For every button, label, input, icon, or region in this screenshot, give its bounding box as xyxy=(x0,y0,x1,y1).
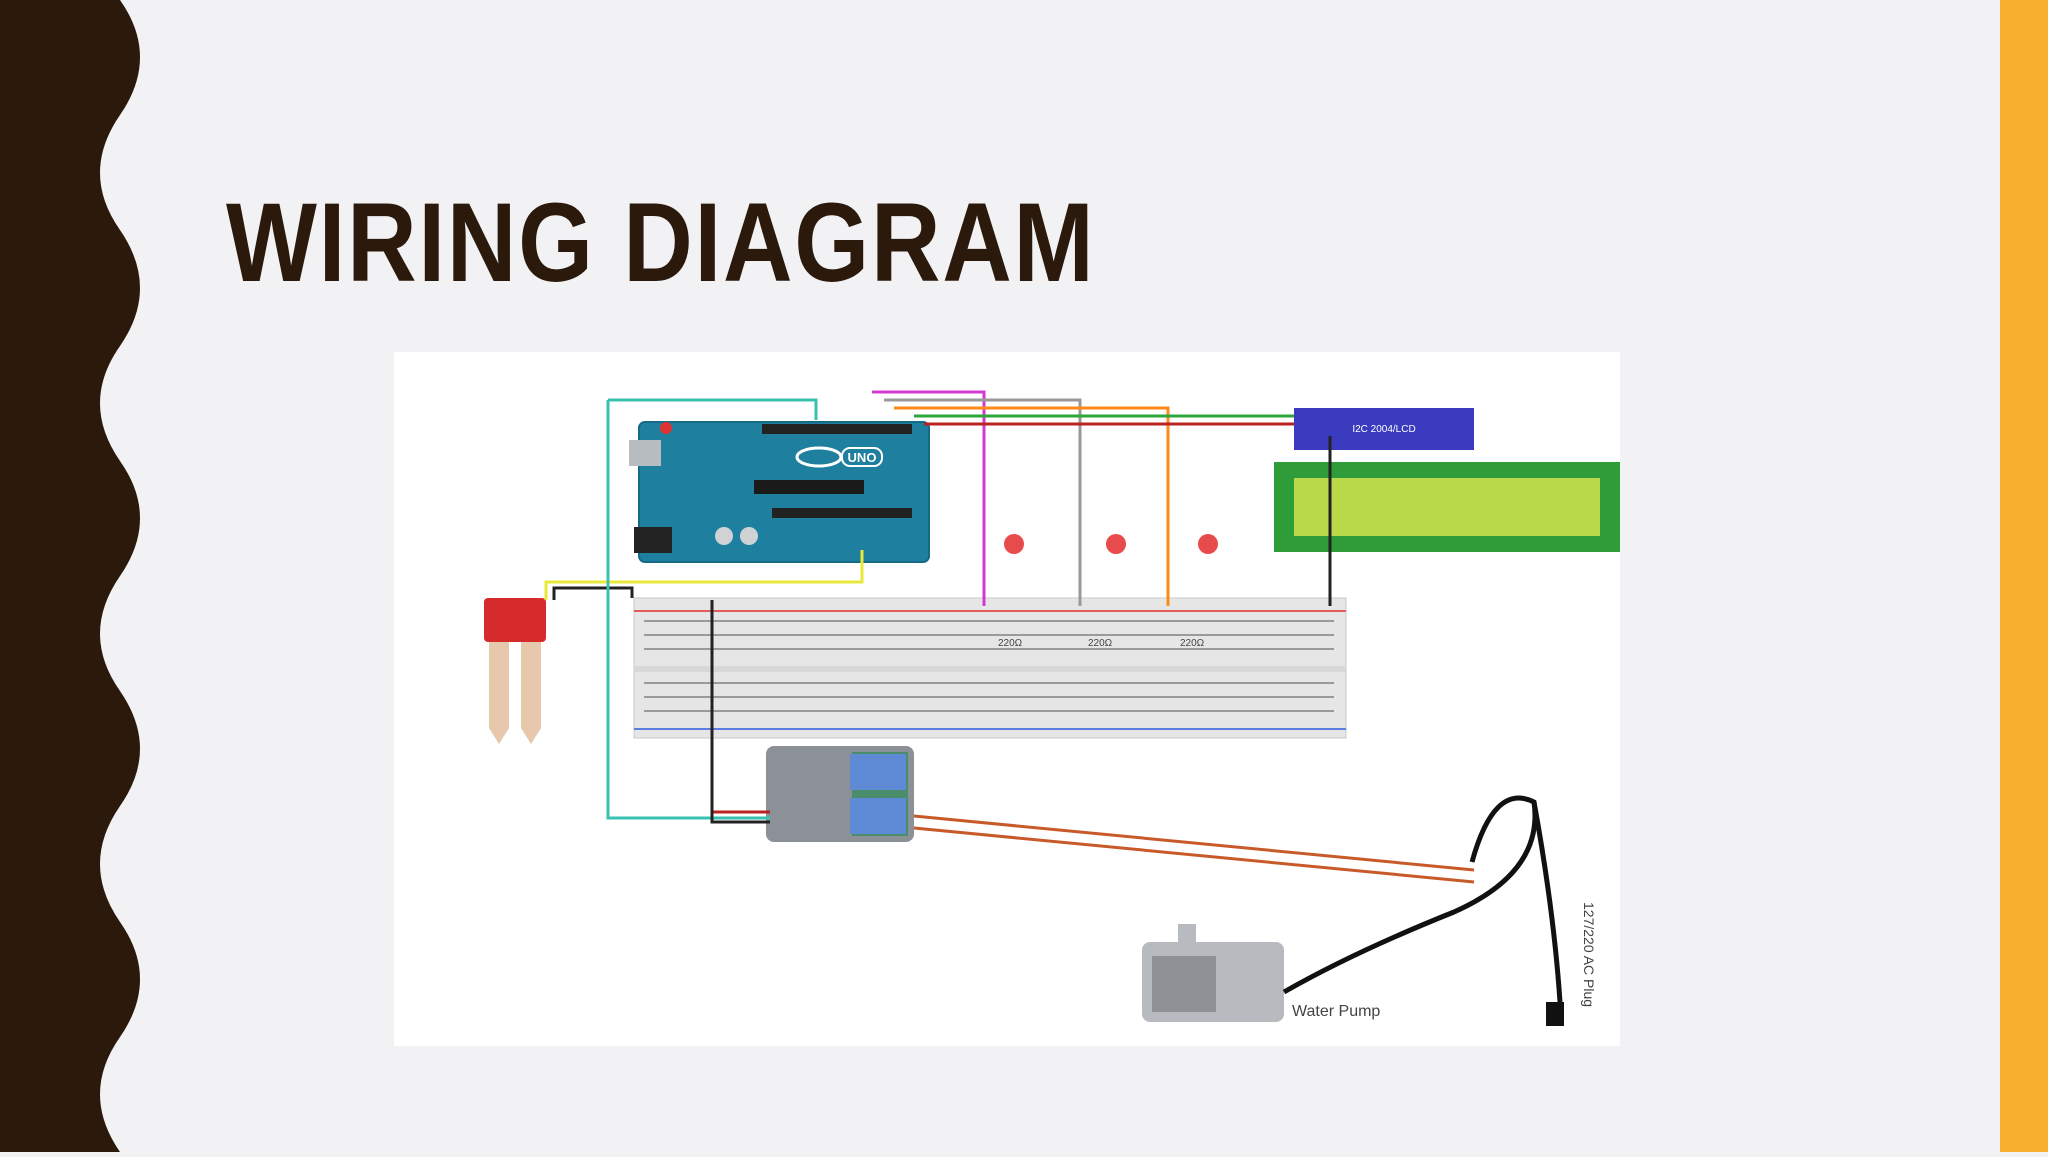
ac-plug: 127/220 AC Plug xyxy=(1282,795,1597,1026)
arduino-label: UNO xyxy=(848,450,877,465)
arduino-uno-board: UNO xyxy=(629,421,930,563)
plug-label: 127/220 AC Plug xyxy=(1581,902,1597,1007)
lcd-module: I2C 2004/LCD xyxy=(1274,408,1620,552)
decorative-wavy-band xyxy=(0,0,160,1152)
resistor-label: 220Ω xyxy=(1088,638,1113,649)
pump-label: Water Pump xyxy=(1292,1003,1380,1020)
breadboard xyxy=(633,597,1347,739)
lcd-driver-label: I2C 2004/LCD xyxy=(1352,424,1415,435)
led-indicators xyxy=(1004,534,1218,554)
accent-band xyxy=(2000,0,2048,1152)
wires xyxy=(544,390,1475,884)
water-pump: Water Pump xyxy=(1142,924,1380,1022)
resistor-label: 220Ω xyxy=(998,638,1023,649)
page-title: WIRING DIAGRAM xyxy=(226,180,1096,305)
relay-module xyxy=(766,746,914,842)
resistor-label: 220Ω xyxy=(1180,638,1205,649)
wiring-diagram: UNO xyxy=(394,352,1620,1046)
soil-moisture-sensor xyxy=(484,598,546,744)
